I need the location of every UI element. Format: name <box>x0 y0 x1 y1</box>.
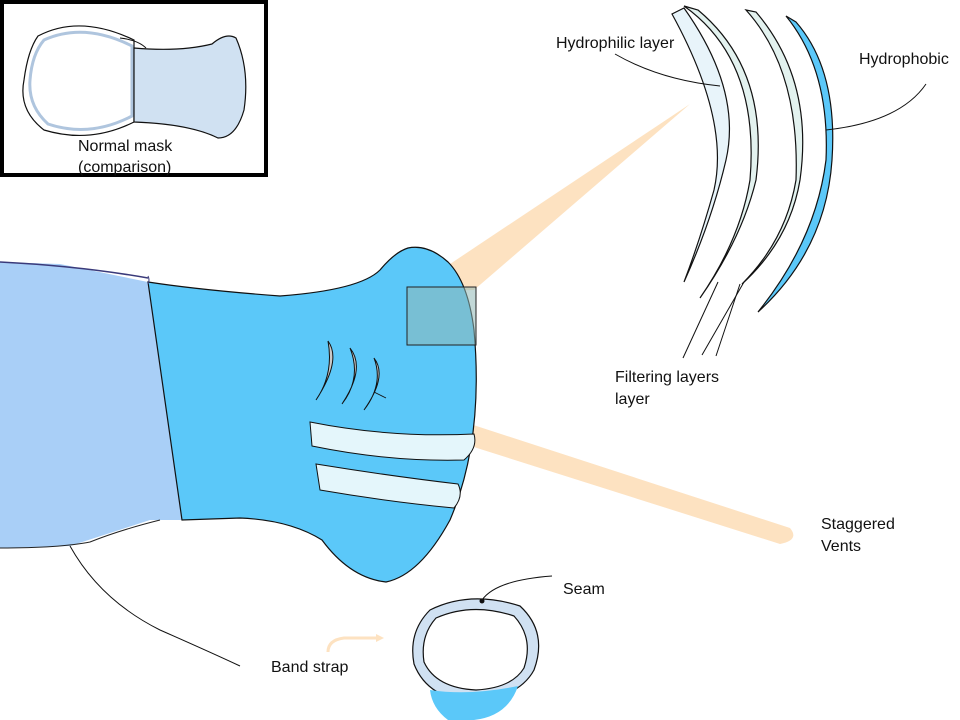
leader-filtering-a <box>682 281 719 359</box>
zoom-beam-vents <box>372 392 794 544</box>
vent-2 <box>341 347 357 405</box>
band-strap-lower <box>315 463 461 509</box>
hydrophilic-layer <box>671 7 731 283</box>
orange-arrow-head <box>376 634 384 642</box>
mask-top-edge-line <box>0 261 149 279</box>
mask-bottom-edge-line <box>0 519 161 549</box>
filtering-layer-1 <box>683 5 759 299</box>
normal-mask-label-line1: Normal mask <box>78 138 173 155</box>
normal-mask-label-line2: (comparison) <box>78 159 172 176</box>
zoom-beam-layers <box>408 104 690 292</box>
seam-label: Seam <box>563 581 605 598</box>
band-strap-label: Band strap <box>271 659 349 676</box>
normal-mask-ring <box>22 25 135 137</box>
normal-mask-ring-inner <box>28 30 134 131</box>
leader-filtering-b <box>701 281 745 356</box>
staggered-vents-label-line1: Staggered <box>821 516 895 533</box>
vents-connector <box>373 391 387 399</box>
normal-mask-strap-top <box>119 37 147 49</box>
vent-3 <box>363 357 380 411</box>
mask-front-top-shadow <box>147 275 150 285</box>
ring-inner <box>422 608 528 691</box>
ring-blue-front <box>430 686 518 720</box>
leader-band-strap <box>69 545 241 667</box>
filtering-layers-label-line2: layer <box>615 391 650 408</box>
normal-mask-body <box>133 35 247 139</box>
hydrophilic-layer-label: Hydrophilic layer <box>556 35 675 52</box>
seam-dot <box>479 598 485 604</box>
orange-arrow <box>326 636 376 653</box>
leader-seam <box>481 575 553 601</box>
hydrophobic-layer <box>757 15 834 313</box>
filtering-layers-label: Filtering layers layer <box>615 367 719 411</box>
normal-mask-label: Normal mask (comparison) <box>78 136 172 178</box>
hydrophobic-layer-label: Hydrophobic <box>859 51 949 68</box>
vent-1 <box>315 340 334 401</box>
staggered-vents-label: Staggered Vents <box>821 514 895 558</box>
leader-hydrophobic <box>825 83 927 131</box>
filtering-layer-2 <box>741 9 804 285</box>
filtering-layers-label-line1: Filtering layers <box>615 369 720 386</box>
band-strap-upper <box>309 421 476 461</box>
mask-side-panel <box>0 262 182 548</box>
zoom-selection-box <box>406 286 477 346</box>
normal-mask-inset <box>0 0 268 177</box>
leader-hydrophilic <box>614 53 721 87</box>
leader-filtering-c <box>715 283 741 357</box>
staggered-vents-label-line2: Vents <box>821 538 862 555</box>
